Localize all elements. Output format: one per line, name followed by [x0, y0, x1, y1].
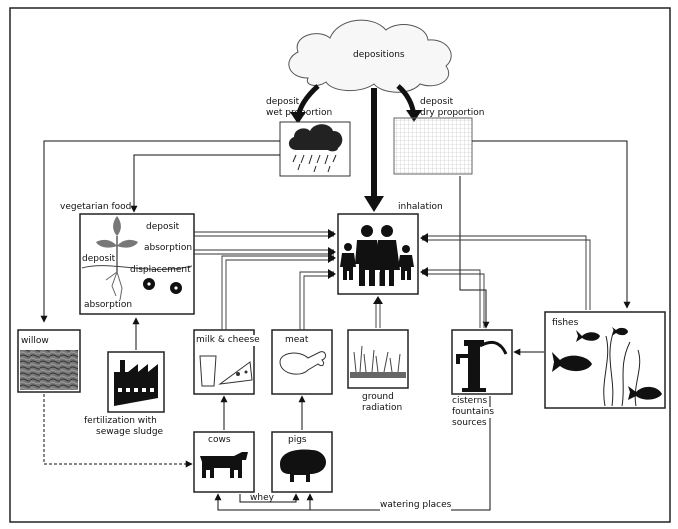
plant-deposit-left-label: deposit: [82, 254, 116, 265]
cows-label: cows: [208, 435, 231, 446]
willow-label: willow: [21, 336, 49, 347]
water-pump-icon: [451, 329, 513, 395]
pigs-label: pigs: [288, 435, 307, 446]
family-icon: [337, 213, 419, 295]
plant-deposit-top-label: deposit: [146, 222, 180, 232]
cisterns-label-1: cisterns: [452, 396, 488, 407]
ground-radiation-label-2: radiation: [362, 403, 403, 413]
fish-icon: [544, 311, 666, 409]
dry-deposit-grid-icon: [393, 117, 473, 175]
plant-absorption-bottom-label: absorption: [84, 300, 133, 310]
depositions-label: depositions: [353, 50, 405, 60]
deposit-dry-label-1: deposit: [420, 97, 454, 107]
deposit-wet-label-1: deposit: [266, 97, 300, 107]
fishes-label: fishes: [552, 318, 579, 328]
watering-places-label: watering places: [380, 500, 452, 511]
fertilization-label-2: sewage sludge: [96, 427, 164, 438]
rain-cloud-icon: [279, 121, 351, 177]
deposit-wet-label-2: wet proportion: [266, 108, 333, 118]
double-arrows: [194, 231, 591, 330]
meat-label: meat: [285, 335, 309, 346]
factory-icon: [107, 351, 165, 413]
plant-absorption-top-label: absorption: [144, 243, 193, 253]
connector-lines: [40, 140, 631, 511]
vegetarian-food-label: vegetarian food: [60, 202, 132, 213]
deposition-arrows: [290, 84, 422, 212]
double-arrow-heads: [328, 229, 428, 304]
cisterns-label-2: fountains: [452, 407, 495, 418]
grass-icon: [347, 329, 409, 389]
cloud-icon: [288, 19, 452, 93]
inhalation-label: inhalation: [398, 202, 443, 212]
fertilization-label-1: fertilization with: [84, 416, 157, 427]
ground-radiation-label-1: ground: [362, 392, 394, 402]
whey-label: whey: [250, 493, 274, 503]
cisterns-label-3: sources: [452, 418, 487, 429]
meat-icon: [271, 329, 333, 395]
milk-cheese-label: milk & cheese: [196, 335, 260, 346]
plant-displacement-label: displacement: [130, 265, 191, 275]
deposit-dry-label-2: dry proportion: [420, 108, 485, 118]
